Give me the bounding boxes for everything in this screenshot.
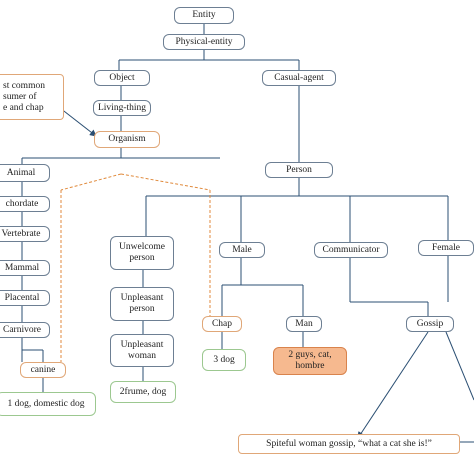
node-casual-agent: Casual-agent [262,70,336,86]
node-unpleasant-person: Unpleasant person [110,287,174,321]
node-note-lcs: st common sumer of e and chap [0,74,64,120]
node-physical-entity: Physical-entity [163,34,245,50]
node-female: Female [418,240,474,256]
node-mammal: Mammal [0,260,50,276]
node-dog-senses: 1 dog, domestic dog [0,392,96,416]
node-three-dog: 3 dog [202,349,246,371]
node-organism: Organism [94,131,160,148]
node-placental: Placental [0,290,50,306]
node-chordate: chordate [0,196,50,212]
dashed-to-canine [60,173,122,191]
node-object: Object [94,70,150,86]
node-frume-dog: 2frume, dog [110,381,176,403]
node-vertebrate: Vertebrate [0,226,50,242]
node-carnivore: Carnivore [0,322,50,338]
dashed-to-chap [120,173,211,191]
node-entity: Entity [174,7,234,24]
node-living-thing: Living-thing [93,100,151,116]
node-person: Person [265,162,333,178]
node-communicator: Communicator [314,242,388,258]
node-unwelcome-person: Unwelcome person [110,236,174,270]
node-unpleasant-woman: Unpleasant woman [110,334,174,367]
edge-gossip-sentence [357,331,429,439]
node-chap: Chap [202,316,242,332]
node-gossip: Gossip [406,316,454,332]
node-example-sentence: Spiteful woman gossip, “what a cat she i… [238,434,460,454]
edge-note-organism [59,107,97,137]
edge-gossip-right [445,331,474,401]
node-guys-cat: 2 guys, cat, hombre [273,347,347,375]
node-man: Man [286,316,322,332]
node-male: Male [219,242,265,258]
node-animal: Animal [0,164,50,182]
node-canine: canine [20,362,66,378]
